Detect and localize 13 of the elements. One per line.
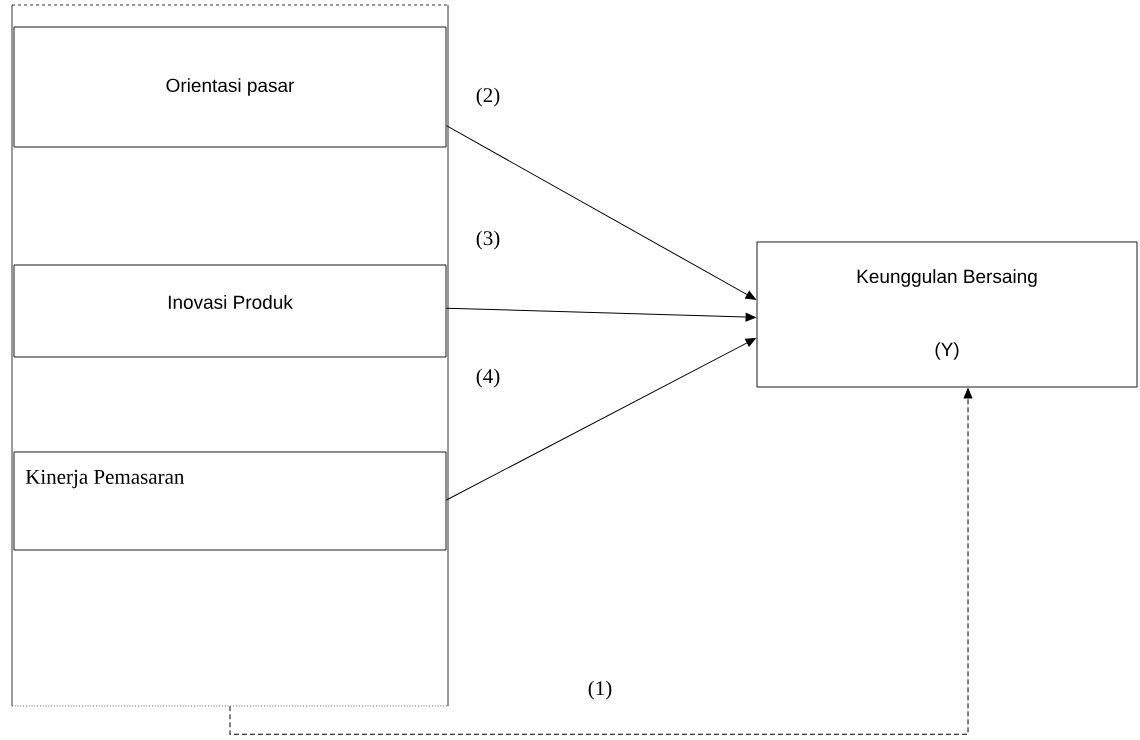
container-box [11, 4, 449, 707]
edge-label: (2) [474, 86, 502, 108]
variable-box: Inovasi Produk [13, 264, 447, 358]
variable-box: Kinerja Pemasaran [13, 451, 447, 551]
variable-box: Keunggulan Bersaing (Y) [756, 241, 1138, 388]
edge-label: (4) [474, 367, 502, 389]
arrow [229, 388, 973, 735]
edge-label: (3) [474, 229, 502, 251]
arrow [445, 307, 756, 322]
variable-box: Orientasi pasar [13, 26, 447, 148]
arrow [445, 125, 756, 300]
edge-label: (1) [586, 679, 614, 701]
arrow [445, 337, 756, 501]
